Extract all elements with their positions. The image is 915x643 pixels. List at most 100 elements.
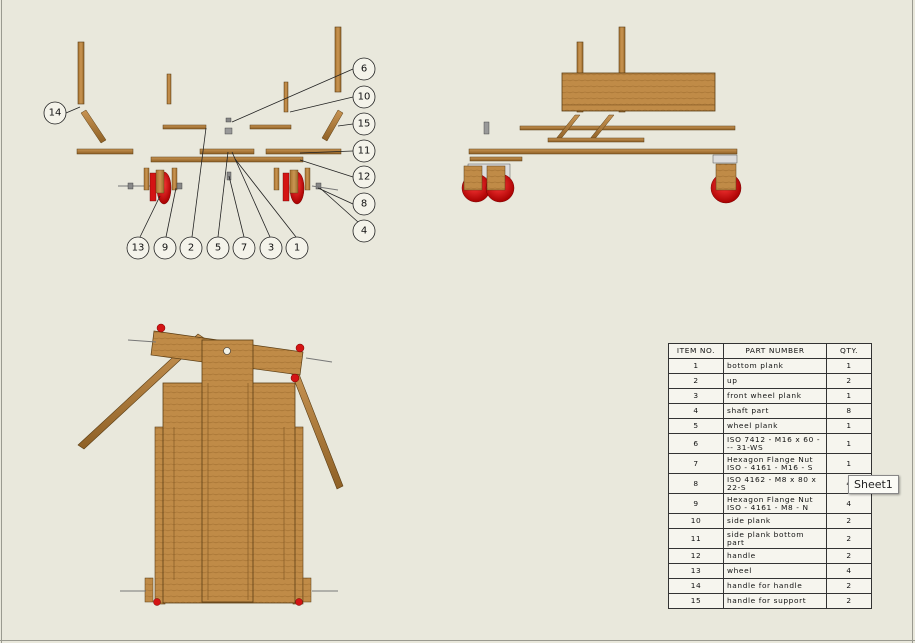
bom-part-number: handle for support (723, 593, 827, 609)
balloon: 15 (352, 112, 376, 136)
bom-qty: 2 (826, 593, 872, 609)
bom-item-no: 9 (668, 493, 724, 514)
bom-header-row: ITEM NO. PART NUMBER QTY. (668, 343, 872, 359)
bom-item-no: 13 (668, 563, 724, 579)
bom-item-no: 7 (668, 453, 724, 474)
bom-qty: 1 (826, 418, 872, 434)
balloon-label: 15 (358, 119, 371, 130)
leader-lines (65, 68, 359, 238)
balloons: 14 6 10 15 11 12 8 4 13 9 2 5 7 3 1 (43, 57, 376, 260)
wheel-right (710, 154, 742, 204)
bom-part-number: wheel (723, 563, 827, 579)
bom-part-number: side plank bottom part (723, 528, 827, 549)
bom-item-no: 14 (668, 578, 724, 594)
balloon: 10 (352, 85, 376, 109)
wheel-left-pair (461, 163, 515, 203)
balloon-label: 14 (49, 108, 62, 119)
bom-qty: 2 (826, 513, 872, 529)
part-wheel-plank-b (249, 124, 292, 130)
balloon: 2 (179, 236, 203, 260)
balloon: 11 (352, 139, 376, 163)
sheet-tooltip: Sheet1 (848, 475, 899, 494)
bolt-head-red (295, 598, 303, 606)
bom-qty: 4 (826, 493, 872, 514)
balloon: 4 (352, 219, 376, 243)
balloon: 9 (153, 236, 177, 260)
bom-qty: 2 (826, 548, 872, 564)
balloon: 8 (352, 192, 376, 216)
part-wheel-plank (469, 156, 523, 162)
balloon-label: 5 (215, 243, 221, 254)
bolt-head-red (153, 598, 161, 606)
bom-header-qty: QTY. (826, 343, 872, 359)
bom-part-number: Hexagon Flange Nut ISO - 4161 - M16 - S (723, 453, 827, 474)
part-side-plank-left (166, 73, 172, 105)
bom-part-number: wheel plank (723, 418, 827, 434)
bom-item-no: 6 (668, 433, 724, 454)
part-handle-support-right (321, 109, 344, 142)
balloon: 3 (259, 236, 283, 260)
bom-qty: 2 (826, 373, 872, 389)
bom-part-number: ISO 4162 - M8 x 80 x 22-S (723, 473, 827, 494)
balloon-label: 12 (358, 172, 371, 183)
balloon-label: 9 (162, 243, 168, 254)
part-bolt (483, 121, 490, 135)
balloon-label: 2 (188, 243, 194, 254)
balloon-label: 8 (361, 199, 367, 210)
part-side-plank (519, 125, 736, 131)
part-wheel-plank-a (162, 124, 207, 130)
bom-part-number: shaft part (723, 403, 827, 419)
bom-header-part-number: PART NUMBER (723, 343, 827, 359)
bom-item-no: 11 (668, 528, 724, 549)
part-handle-support-left (80, 109, 107, 144)
bom-qty: 2 (826, 578, 872, 594)
bom-qty: 1 (826, 453, 872, 474)
bom-qty: 8 (826, 403, 872, 419)
bom-qty: 4 (826, 563, 872, 579)
bom-part-number: front wheel plank (723, 388, 827, 404)
bom-part-number: handle for handle (723, 578, 827, 594)
bom-part-number: ISO 7412 - M16 x 60 --- 31-WS (723, 433, 827, 454)
bom-qty: 1 (826, 358, 872, 374)
bom-item-no: 10 (668, 513, 724, 529)
part-side-plank-bottom (468, 148, 738, 155)
balloon-label: 7 (241, 243, 247, 254)
balloon-label: 10 (358, 92, 371, 103)
exploded-view (76, 26, 344, 205)
bom-item-no: 15 (668, 593, 724, 609)
part-up-left (77, 41, 85, 105)
side-view (461, 26, 742, 204)
bom-header-item-no: ITEM NO. (668, 343, 724, 359)
bom-qty: 1 (826, 433, 872, 454)
balloon-label: 1 (294, 243, 300, 254)
part-handle (547, 137, 645, 143)
bom-item-no: 12 (668, 548, 724, 564)
balloon-label: 3 (268, 243, 274, 254)
bom-item-no: 1 (668, 358, 724, 374)
bolt-head-red (295, 343, 305, 353)
balloon-label: 6 (361, 64, 367, 75)
balloon: 13 (126, 236, 150, 260)
balloon-label: 13 (132, 243, 145, 254)
bom-item-no: 8 (668, 473, 724, 494)
bolt-head-red (156, 323, 166, 333)
bom-part-number: up (723, 373, 827, 389)
balloon: 14 (43, 101, 67, 125)
sheet-border-left (1, 0, 2, 643)
part-side-plank-right (283, 81, 289, 113)
part-wheel-bottom-left (144, 577, 154, 603)
